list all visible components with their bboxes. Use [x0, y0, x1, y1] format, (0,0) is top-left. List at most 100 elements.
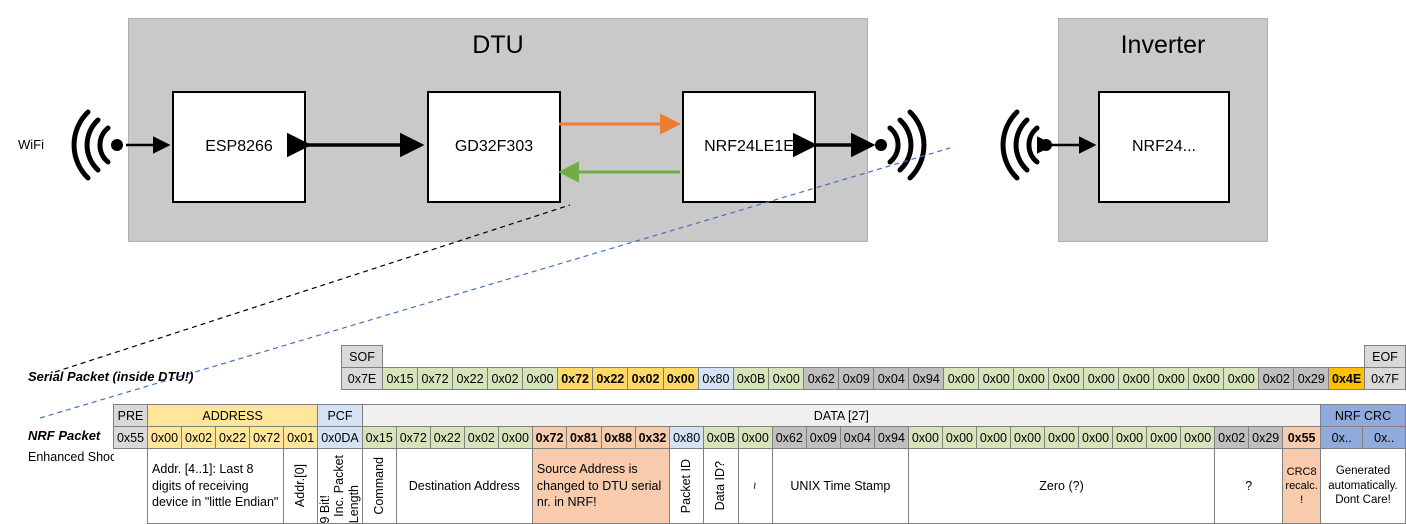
serial-header-spacer: [382, 345, 1365, 368]
desc-crc8: CRC8 recalc. !: [1282, 448, 1321, 524]
nrf-data-byte-9: 0x80: [669, 426, 705, 449]
serial-byte-17: 0x00: [978, 367, 1015, 390]
nrf-data-byte-23: 0x00: [1146, 426, 1182, 449]
serial-byte-13: 0x09: [838, 367, 875, 390]
nrf-data-byte-19: 0x00: [1009, 426, 1046, 449]
serial-byte-2: 0x22: [452, 367, 488, 390]
serial-byte-20: 0x00: [1083, 367, 1120, 390]
serial-header-row: SOF EOF: [341, 345, 1406, 368]
nrf-data-byte-7: 0x88: [600, 426, 636, 449]
nrf-data-byte-5: 0x72: [531, 426, 568, 449]
nrf-packet-row-label: NRF Packet: [28, 428, 101, 443]
serial-byte-22: 0x00: [1153, 367, 1190, 390]
serial-byte-16: 0x00: [943, 367, 980, 390]
desc-timestamp: UNIX Time Stamp: [771, 448, 909, 524]
serial-byte-3: 0x02: [487, 367, 523, 390]
inverter-title: Inverter: [1120, 31, 1206, 59]
serial-packet-row-label: Serial Packet (inside DTU!): [28, 369, 194, 384]
nrf-data-byte-2: 0x22: [429, 426, 465, 449]
serial-eof-value: 0x7F: [1363, 367, 1406, 390]
serial-byte-15: 0x94: [908, 367, 945, 390]
nrf-pcf-header: PCF: [317, 404, 363, 427]
nrf-data-byte-26: 0x29: [1248, 426, 1284, 449]
serial-byte-8: 0x00: [662, 367, 699, 390]
chip-nrf24: NRF24...: [1098, 91, 1230, 203]
serial-byte-1: 0x72: [417, 367, 453, 390]
serial-byte-6: 0x22: [592, 367, 629, 390]
nrf-header-row: PRE ADDRESS PCF DATA [27] NRF CRC: [112, 404, 1406, 427]
nrf-address-byte-3: 0x72: [249, 426, 285, 449]
serial-sof-header: SOF: [341, 345, 383, 368]
nrf-data-byte-6: 0x81: [566, 426, 602, 449]
desc-crc-note-text: Generated automatically. Dont Care!: [1328, 464, 1398, 507]
desc-zero-text: Zero (?): [1039, 478, 1084, 493]
desc-tilde-text: ~: [747, 482, 762, 490]
serial-byte-21: 0x00: [1118, 367, 1155, 390]
nrf-data-byte-22: 0x00: [1112, 426, 1148, 449]
nrf-data-byte-20: 0x00: [1044, 426, 1080, 449]
serial-byte-18: 0x00: [1013, 367, 1050, 390]
nrf-data-byte-18: 0x00: [975, 426, 1011, 449]
nrf-data-byte-13: 0x09: [805, 426, 841, 449]
nrf-data-byte-27: 0x55: [1282, 426, 1321, 449]
serial-byte-14: 0x04: [873, 367, 910, 390]
nrf-data-byte-14: 0x04: [839, 426, 875, 449]
nrf-crc-header: NRF CRC: [1319, 404, 1406, 427]
chip-gd32f303-label: GD32F303: [454, 138, 534, 155]
desc-address-text: Addr. [4..1]: Last 8 digits of receiving…: [152, 461, 279, 510]
desc-source: Source Address is changed to DTU serial …: [531, 448, 671, 524]
serial-byte-23: 0x00: [1188, 367, 1225, 390]
nrf-data-byte-8: 0x32: [634, 426, 671, 449]
serial-sof-value: 0x7E: [341, 367, 383, 390]
dtu-title: DTU: [472, 31, 524, 59]
nrf-data-byte-12: 0x62: [771, 426, 807, 449]
chip-nrf24le1e-label: NRF24LE1E: [704, 138, 794, 155]
desc-timestamp-text: UNIX Time Stamp: [790, 478, 891, 493]
desc-crc8-text: CRC8 recalc. !: [1285, 465, 1318, 507]
nrf-data-byte-25: 0x02: [1214, 426, 1250, 449]
nrf-data-byte-17: 0x00: [941, 426, 977, 449]
nrf-pcf-value: 0x0DA: [317, 426, 363, 449]
serial-byte-24: 0x00: [1223, 367, 1260, 390]
desc-command: Command: [361, 448, 397, 524]
nrf-data-byte-0: 0x15: [361, 426, 397, 449]
desc-pre-empty: [113, 448, 148, 524]
desc-question-text: ?: [1245, 478, 1253, 493]
desc-data-id-text: Data ID?: [713, 461, 728, 511]
desc-pcf-line3: Length: [346, 484, 361, 523]
packet-tables: Serial Packet (inside DTU!) NRF Packet E…: [0, 300, 1406, 524]
serial-byte-4: 0x00: [522, 367, 558, 390]
nrf-description-row: Addr. [4..1]: Last 8 digits of receiving…: [113, 448, 1406, 524]
chip-esp8266: ESP8266: [172, 91, 306, 203]
nrf-data-header: DATA [27]: [361, 404, 1321, 427]
desc-pcf-line2: Inc. Packet: [332, 455, 347, 517]
nrf-address-byte-2: 0x22: [215, 426, 251, 449]
nrf-data-byte-11: 0x00: [737, 426, 773, 449]
desc-pcf-line1: 9 Bit!: [318, 494, 333, 523]
nrf-address-byte-0: 0x00: [147, 426, 183, 449]
desc-packet-id-text: Packet ID: [679, 458, 694, 514]
nrf-crc-byte-0: 0x..: [1319, 426, 1364, 449]
desc-address: Addr. [4..1]: Last 8 digits of receiving…: [147, 448, 285, 524]
chip-nrf24-label: NRF24...: [1131, 138, 1196, 155]
desc-addr0-text: Addr.[0]: [293, 464, 308, 508]
desc-source-text: Source Address is changed to DTU serial …: [536, 461, 662, 510]
serial-byte-5: 0x72: [556, 367, 594, 390]
desc-packet-id: Packet ID: [669, 448, 705, 524]
nrf-address-byte-4: 0x01: [283, 426, 319, 449]
nrf-data-byte-16: 0x00: [907, 426, 943, 449]
nrf-address-byte-1: 0x02: [181, 426, 217, 449]
nrf-crc-byte-1: 0x..: [1362, 426, 1406, 449]
desc-tilde: ~: [737, 448, 773, 524]
serial-byte-27: 0x4E: [1328, 367, 1365, 390]
desc-destination: Destination Address: [395, 448, 533, 524]
desc-command-text: Command: [371, 457, 386, 515]
serial-byte-9: 0x80: [697, 367, 734, 390]
desc-crc-note: Generated automatically. Dont Care!: [1319, 448, 1406, 524]
desc-question: ?: [1214, 448, 1284, 524]
serial-byte-7: 0x02: [627, 367, 664, 390]
